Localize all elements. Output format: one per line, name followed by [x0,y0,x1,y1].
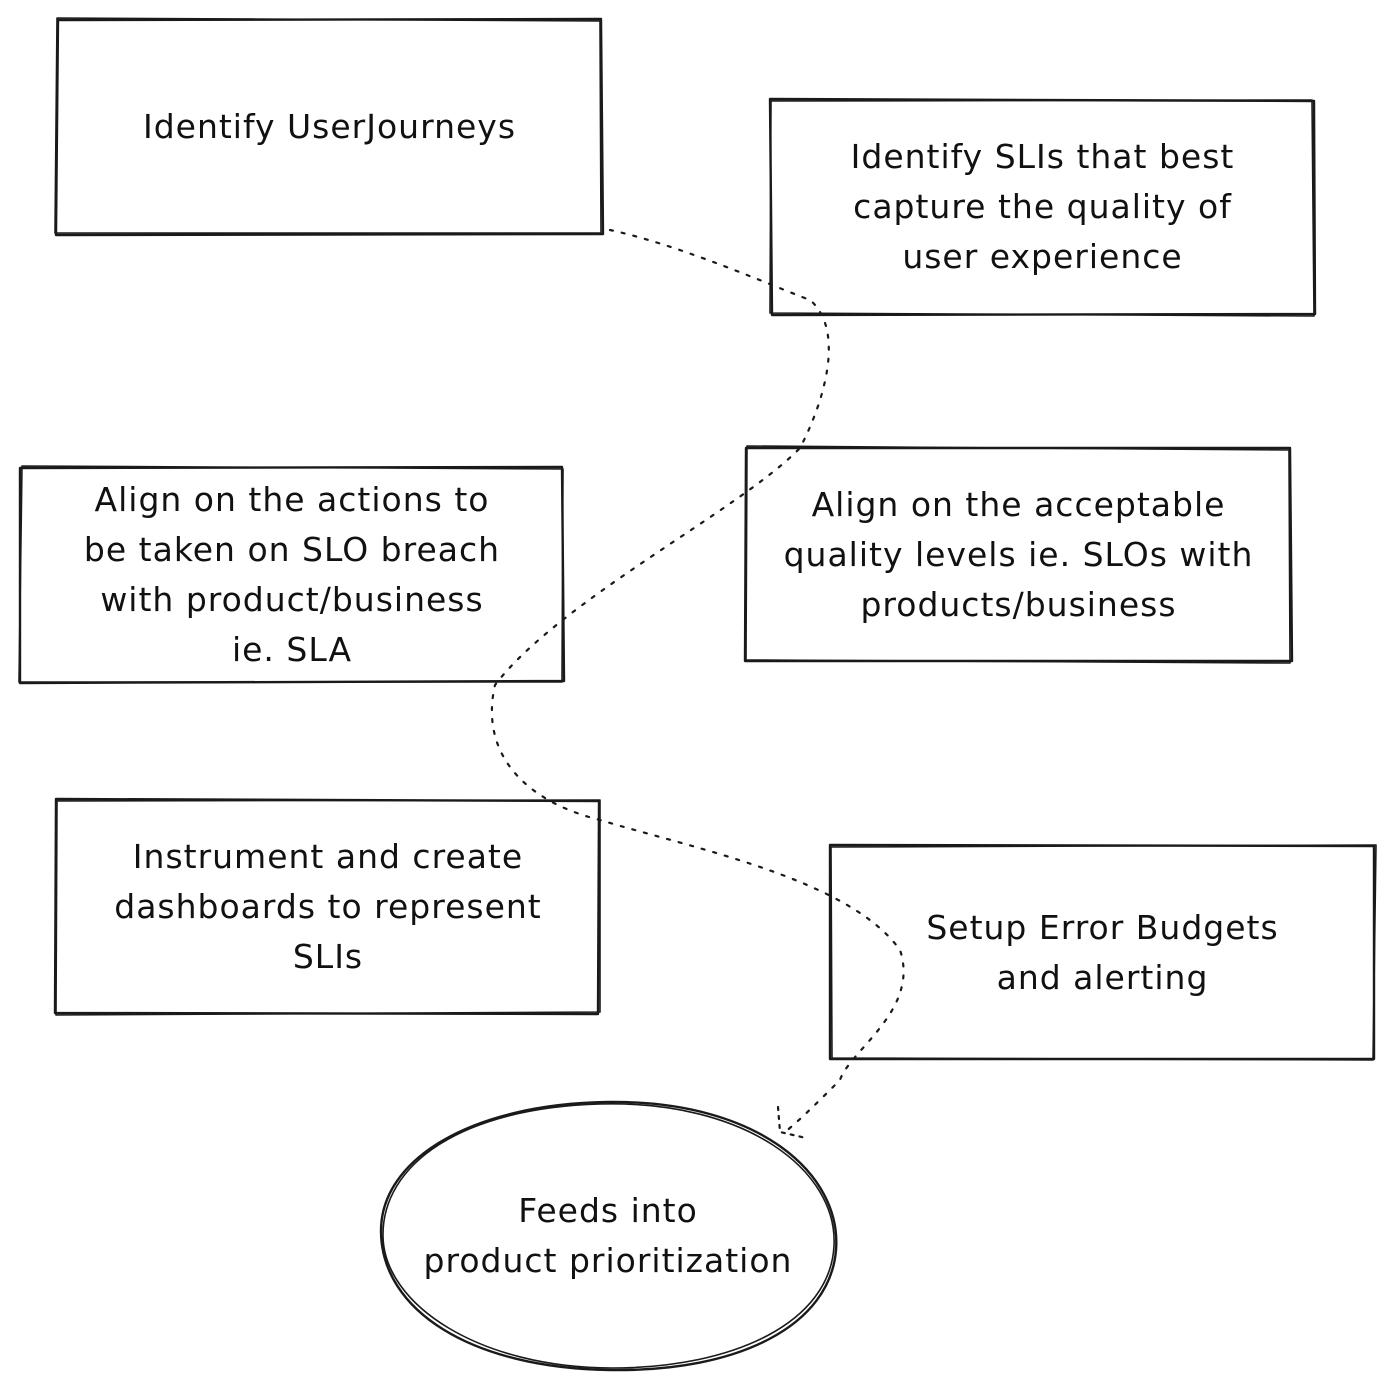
text-line: Identify UserJourneys [142,107,517,146]
node-align-slo-actions-label: Align on the actions to be taken on SLO … [21,468,563,682]
node-identify-user-journeys-label: Identify UserJourneys [58,20,601,234]
text-line: quality levels ie. SLOs with [783,535,1254,574]
node-align-quality-levels-label: Align on the acceptable quality levels i… [747,448,1290,662]
dotted-connector-line [490,228,905,1134]
text-line: ie. SLA [231,630,353,669]
text-line: dashboards to represent [114,886,542,926]
text-line: Align on the acceptable [811,485,1226,524]
text-line: Instrument and create [132,836,524,876]
text-line: user experience [902,237,1183,276]
text-line: capture the quality of [853,187,1232,226]
node-instrument-dashboards-label: Instrument and create dashboards to repr… [57,800,599,1013]
text-line: be taken on SLO breach [83,530,501,569]
node-error-budgets-label: Setup Error Budgets and alerting [831,846,1374,1059]
text-line: and alerting [996,957,1209,997]
node-product-prioritization-ellipse [379,1100,838,1372]
node-identify-slis-box [768,97,1317,317]
node-align-slo-actions-box [18,465,566,685]
text-line: Identify SLIs that best [850,137,1235,176]
node-error-budgets-box [828,843,1377,1061]
text-line: products/business [860,585,1177,624]
node-identify-user-journeys-box [54,17,605,237]
node-identify-slis-label: Identify SLIs that best capture the qual… [771,100,1314,314]
text-line: Feeds into [518,1191,698,1230]
text-line: Align on the actions to [94,480,490,519]
connector-arrowhead [776,1105,808,1140]
text-line: with product/business [100,580,484,619]
node-product-prioritization-label: Feeds into product prioritization [382,1104,834,1368]
text-line: product prioritization [423,1241,793,1280]
text-line: SLIs [292,936,364,976]
node-instrument-dashboards-box [53,797,601,1016]
text-line: Setup Error Budgets [926,907,1279,947]
node-align-quality-levels-box [743,445,1294,664]
